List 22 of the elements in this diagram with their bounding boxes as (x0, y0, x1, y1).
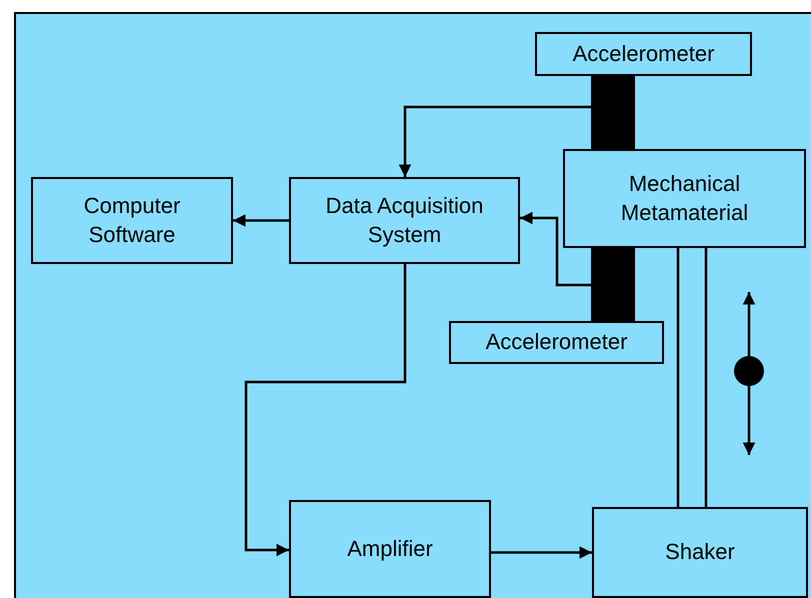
node-label: Computer Software (82, 192, 182, 248)
arrow (520, 212, 591, 286)
process-box (563, 149, 806, 248)
connecting-rod (676, 246, 708, 508)
arrow (491, 546, 592, 559)
node-label: Mechanical Metamaterial (620, 170, 750, 226)
process-box (31, 177, 233, 264)
arrow (398, 106, 591, 177)
process-box (289, 177, 520, 264)
process-box (289, 500, 491, 598)
mount-bar (591, 247, 635, 322)
node-label: Accelerometer (572, 40, 714, 68)
node-label: Shaker (665, 538, 735, 566)
arrow (244, 264, 406, 556)
arrow (233, 214, 289, 227)
process-box (535, 32, 752, 76)
mount-bar (591, 75, 635, 150)
node-label: Data Acquisition System (324, 192, 484, 249)
process-box (592, 507, 808, 598)
node-label: Accelerometer (486, 328, 628, 356)
node-label: Amplifier (347, 534, 433, 563)
process-box (449, 321, 664, 364)
